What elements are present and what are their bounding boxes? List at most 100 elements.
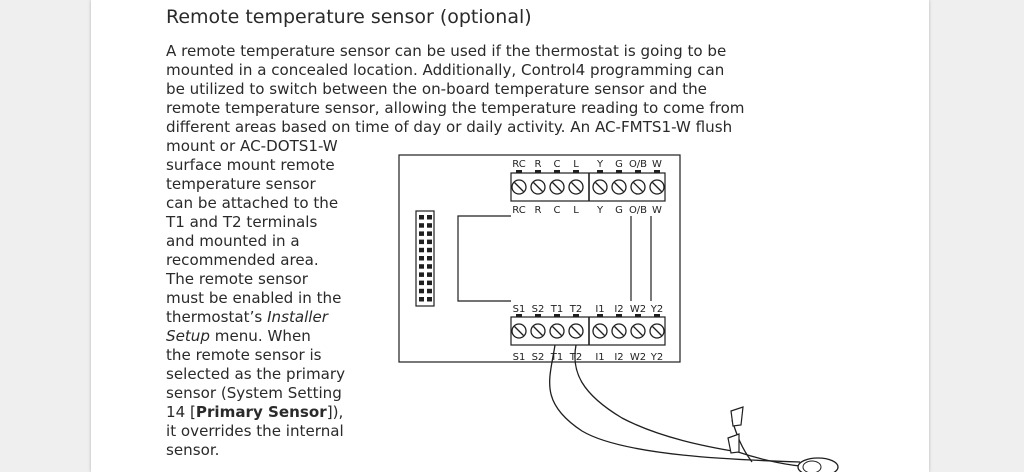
side-line: surface mount remote (166, 156, 335, 174)
terminal-tab (535, 314, 541, 317)
terminal-screw-icon (511, 323, 527, 339)
circuit-board-outline (398, 154, 681, 363)
terminal-screw-icon (511, 179, 527, 195)
terminal-screw-icon (592, 323, 608, 339)
terminal-label: S1 (513, 304, 526, 315)
sensor-wire-t2 (574, 344, 739, 453)
header-pin (419, 272, 424, 277)
header-pin (419, 297, 424, 302)
side-line: and mounted in a (166, 232, 300, 250)
terminal-screw-icon (549, 323, 565, 339)
header-pin (427, 256, 432, 261)
installer-emphasis: Installer (267, 308, 328, 326)
terminal-label: T2 (569, 304, 582, 315)
header-pin (427, 272, 432, 277)
terminal-label: RC (512, 159, 525, 170)
sensor-wires (549, 344, 801, 467)
intro-line: A remote temperature sensor can be used … (166, 42, 727, 60)
terminal-label: C (554, 159, 561, 170)
terminal-label: C (554, 205, 561, 216)
terminal-tab (516, 314, 522, 317)
terminal-label: Y (596, 205, 604, 216)
side-line: mount or AC-DOTS1-W (166, 137, 338, 155)
header-pin (419, 256, 424, 261)
terminal-tab (616, 314, 622, 317)
terminal-label: W (652, 159, 662, 170)
terminal-screw-icon (530, 323, 546, 339)
header-pin (419, 223, 424, 228)
terminal-label: RC (512, 205, 525, 216)
side-text: ]), (326, 403, 344, 421)
terminal-tab (554, 170, 560, 173)
terminal-label: I2 (614, 304, 623, 315)
terminal-label: L (573, 159, 579, 170)
terminal-screw-icon (568, 323, 584, 339)
intro-line: different areas based on time of day or … (166, 118, 733, 136)
sensor-lead-b (737, 451, 801, 467)
terminal-label: O/B (629, 205, 647, 216)
side-line: The remote sensor (166, 270, 308, 288)
terminal-tab (635, 170, 641, 173)
header-pin (427, 280, 432, 286)
header-pin (427, 297, 432, 302)
header-pin (427, 247, 432, 253)
side-text: thermostat’s (166, 308, 268, 326)
side-text: 14 [ (166, 403, 196, 421)
document-page (91, 0, 929, 472)
side-line: thermostat’s Installer (166, 308, 328, 327)
side-line: must be enabled in the (166, 289, 342, 307)
terminal-label: S2 (532, 304, 545, 315)
side-line: the remote sensor is (166, 346, 322, 364)
terminal-tab (554, 314, 560, 317)
terminal-tab (616, 170, 622, 173)
terminal-label: I1 (595, 304, 604, 315)
terminal-label: Y2 (650, 304, 663, 315)
setup-emphasis: Setup (166, 327, 210, 345)
header-pin (419, 239, 424, 245)
terminal-label: R (535, 159, 542, 170)
terminal-screw-icon (630, 323, 646, 339)
side-text: menu. When (209, 327, 311, 345)
sensor-face (802, 460, 822, 472)
side-line: Setup menu. When (166, 327, 311, 346)
sensor-wire-t1 (549, 344, 801, 463)
terminal-label: G (615, 159, 623, 170)
terminal-label: L (573, 205, 579, 216)
side-line: recommended area. (166, 251, 319, 269)
header-pin (419, 264, 424, 269)
intro-line: mounted in a concealed location. Additio… (166, 61, 725, 79)
terminal-label: O/B (629, 159, 647, 170)
header-pin (419, 231, 424, 236)
terminal-label: T1 (550, 304, 563, 315)
header-pin (419, 288, 424, 294)
intro-line: remote temperature sensor, allowing the … (166, 99, 745, 117)
pin-header (415, 210, 435, 307)
header-pin (427, 223, 432, 228)
terminal-label: I1 (595, 352, 604, 363)
side-line: can be attached to the (166, 194, 339, 212)
board-inner-outline (457, 215, 511, 302)
side-line: 14 [Primary Sensor]), (166, 403, 343, 422)
side-line: it overrides the internal (166, 422, 344, 440)
terminal-tab (597, 314, 603, 317)
wire-nut-icon (730, 406, 744, 427)
terminal-tab (597, 170, 603, 173)
header-pin (427, 239, 432, 245)
terminal-screw-icon (568, 179, 584, 195)
terminal-label: W2 (630, 352, 646, 363)
side-line: sensor (System Setting (166, 384, 342, 402)
header-pin (419, 247, 424, 253)
primary-sensor-emphasis: Primary Sensor (195, 403, 327, 421)
terminal-screw-icon (630, 179, 646, 195)
terminal-label: W (652, 205, 662, 216)
header-pin (419, 215, 424, 220)
side-line: sensor. (166, 441, 220, 459)
terminal-screw-icon (649, 179, 665, 195)
side-line: temperature sensor (166, 175, 316, 193)
header-pin (427, 215, 432, 220)
wire-nut-connectors (727, 406, 744, 454)
intro-line: be utilized to switch between the on-boa… (166, 80, 707, 98)
